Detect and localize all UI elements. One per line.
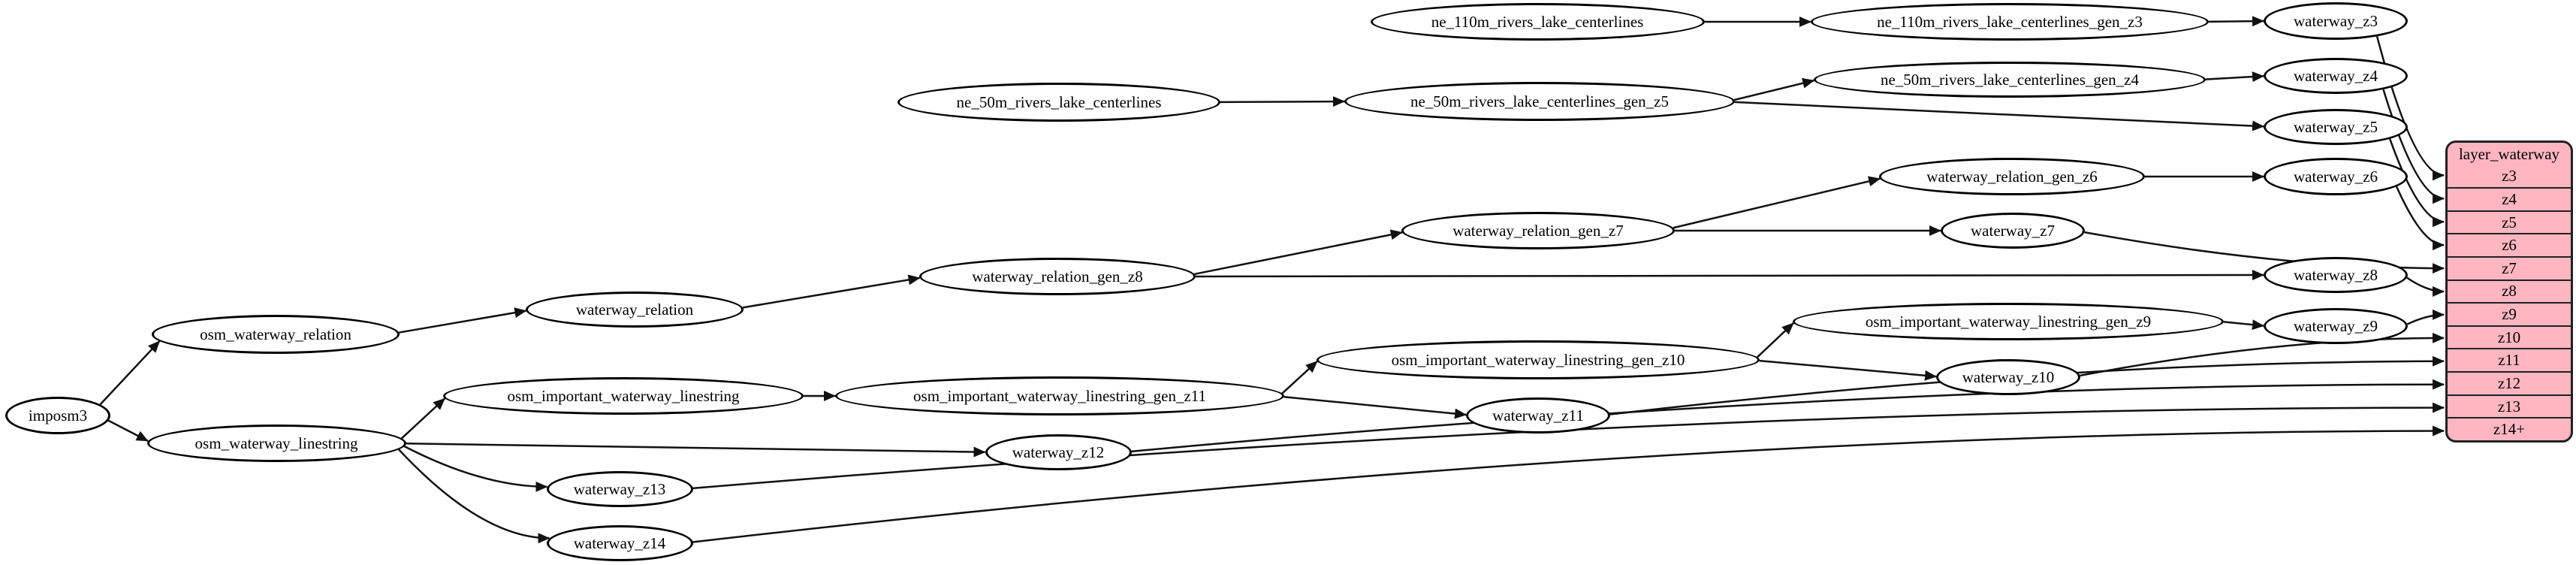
edge-osm-waterway-linestring-to-osm-important-waterway-linestring xyxy=(400,397,446,440)
edge-waterway-z13-to-layer-waterway-z13 xyxy=(692,402,2445,490)
node-ne-110m-rivers-lake-centerlines-gen-z3: ne_110m_rivers_lake_centerlines_gen_z3 xyxy=(1811,3,2209,41)
edge-osm-important-waterway-linestring-gen-z10-to-osm-important-waterway-linestring-gen-z9 xyxy=(1757,322,1794,358)
node-osm-waterway-relation: osm_waterway_relation xyxy=(152,315,400,354)
edge-osm-waterway-relation-to-waterway-relation xyxy=(399,307,527,334)
edge-osm-important-waterway-linestring-gen-z11-to-waterway-z11 xyxy=(1283,395,1467,419)
node-waterway-relation: waterway_relation xyxy=(526,292,744,328)
table-row-z6: z6 xyxy=(2448,233,2571,256)
table-row-z10: z10 xyxy=(2448,325,2571,349)
node-waterway-z5: waterway_z5 xyxy=(2264,109,2408,145)
node-waterway-z3: waterway_z3 xyxy=(2264,2,2408,40)
edge-osm-waterway-linestring-to-waterway-z13 xyxy=(403,445,548,492)
edge-waterway-z10-to-layer-waterway-z10 xyxy=(2080,332,2445,377)
table-row-z5: z5 xyxy=(2448,210,2571,234)
edge-osm-important-waterway-linestring-gen-z11-to-osm-important-waterway-linestring-gen-z10 xyxy=(1281,361,1318,394)
table-row-z4: z4 xyxy=(2448,187,2571,210)
edge-osm-waterway-linestring-to-waterway-z14 xyxy=(398,449,550,544)
table-row-z8: z8 xyxy=(2448,279,2571,303)
edge-imposm3-to-osm-waterway-linestring xyxy=(107,419,149,442)
edge-waterway-z9-to-layer-waterway-z9 xyxy=(2406,309,2445,325)
node-waterway-z7: waterway_z7 xyxy=(1941,213,2085,249)
edge-waterway-relation-gen-z7-to-waterway-relation-gen-z6 xyxy=(1673,176,1881,229)
node-ne-110m-rivers-lake-centerlines: ne_110m_rivers_lake_centerlines xyxy=(1370,3,1705,41)
edge-imposm3-to-osm-waterway-relation xyxy=(99,340,161,406)
node-ne-50m-rivers-lake-centerlines: ne_50m_rivers_lake_centerlines xyxy=(897,83,1220,122)
node-waterway-z9: waterway_z9 xyxy=(2264,308,2408,344)
edge-osm-waterway-linestring-to-waterway-z12 xyxy=(406,443,986,458)
edge-waterway-z3-to-layer-waterway-z3 xyxy=(2375,36,2445,181)
edge-waterway-z5-to-layer-waterway-z5 xyxy=(2389,138,2445,228)
edge-ne-50m-rivers-lake-centerlines-gen-z4-to-waterway-z4 xyxy=(2205,71,2265,83)
edge-waterway-relation-gen-z8-to-waterway-relation-gen-z7 xyxy=(1194,229,1403,276)
table-row-z3: z3 xyxy=(2502,167,2517,186)
edge-osm-important-waterway-linestring-gen-z10-to-waterway-z10 xyxy=(1759,359,1938,381)
edge-waterway-relation-gen-z8-to-waterway-z8 xyxy=(1195,270,2264,281)
table-row-z7: z7 xyxy=(2448,255,2571,279)
node-waterway-z6: waterway_z6 xyxy=(2264,158,2408,195)
node-waterway-relation-gen-z7: waterway_relation_gen_z7 xyxy=(1401,212,1675,249)
node-waterway-z4: waterway_z4 xyxy=(2264,58,2408,94)
table-header-layer-waterway: layer_waterway xyxy=(2458,144,2560,163)
table-row-z11: z11 xyxy=(2448,348,2571,371)
table-row-z14plus: z14+ xyxy=(2448,417,2571,440)
edge-waterway-z8-to-layer-waterway-z8 xyxy=(2406,276,2445,297)
table-row-z9: z9 xyxy=(2448,302,2571,325)
edge-osm-important-waterway-linestring-gen-z9-to-waterway-z9 xyxy=(2223,319,2265,331)
node-osm-important-waterway-linestring-gen-z11: osm_important_waterway_linestring_gen_z1… xyxy=(835,376,1284,415)
node-waterway-relation-gen-z6: waterway_relation_gen_z6 xyxy=(1879,158,2145,195)
edge-waterway-z12-to-layer-waterway-z12 xyxy=(1131,379,2445,453)
table-row-z13: z13 xyxy=(2448,394,2571,418)
table-row-z12: z12 xyxy=(2448,371,2571,394)
edge-ne-110m-rivers-lake-centerlines-gen-z3-to-waterway-z3 xyxy=(2208,16,2264,27)
node-waterway-z8: waterway_z8 xyxy=(2264,257,2408,293)
node-osm-important-waterway-linestring: osm_important_waterway_linestring xyxy=(443,377,804,415)
node-waterway-z12: waterway_z12 xyxy=(985,434,1132,470)
edge-ne-50m-rivers-lake-centerlines-gen-z5-to-waterway-z5 xyxy=(1734,101,2265,131)
node-waterway-z13: waterway_z13 xyxy=(546,471,693,507)
node-waterway-z14: waterway_z14 xyxy=(546,525,693,561)
node-ne-50m-rivers-lake-centerlines-gen-z4: ne_50m_rivers_lake_centerlines_gen_z4 xyxy=(1814,62,2206,98)
edge-ne-50m-rivers-lake-centerlines-gen-z5-to-ne-50m-rivers-lake-centerlines-gen-z4 xyxy=(1733,77,1815,101)
edge-ne-50m-rivers-lake-centerlines-to-ne-50m-rivers-lake-centerlines-gen-z5 xyxy=(1220,96,1345,107)
edge-waterway-z14-to-layer-waterway-z14plus xyxy=(692,425,2445,543)
node-ne-50m-rivers-lake-centerlines-gen-z5: ne_50m_rivers_lake_centerlines_gen_z5 xyxy=(1344,82,1735,121)
node-waterway-relation-gen-z8: waterway_relation_gen_z8 xyxy=(919,258,1196,295)
edge-waterway-z4-to-layer-waterway-z4 xyxy=(2382,89,2445,204)
node-osm-important-waterway-linestring-gen-z10: osm_important_waterway_linestring_gen_z1… xyxy=(1317,340,1760,379)
node-imposm3: imposm3 xyxy=(5,397,110,434)
edge-waterway-relation-to-waterway-relation-gen-z8 xyxy=(742,274,921,309)
node-osm-important-waterway-linestring-gen-z9: osm_important_waterway_linestring_gen_z9 xyxy=(1793,303,2224,340)
node-osm-waterway-linestring: osm_waterway_linestring xyxy=(146,425,406,462)
node-waterway-z11: waterway_z11 xyxy=(1466,397,1610,434)
edge-waterway-z6-to-layer-waterway-z6 xyxy=(2395,186,2445,251)
node-waterway-z10: waterway_z10 xyxy=(1936,359,2080,395)
